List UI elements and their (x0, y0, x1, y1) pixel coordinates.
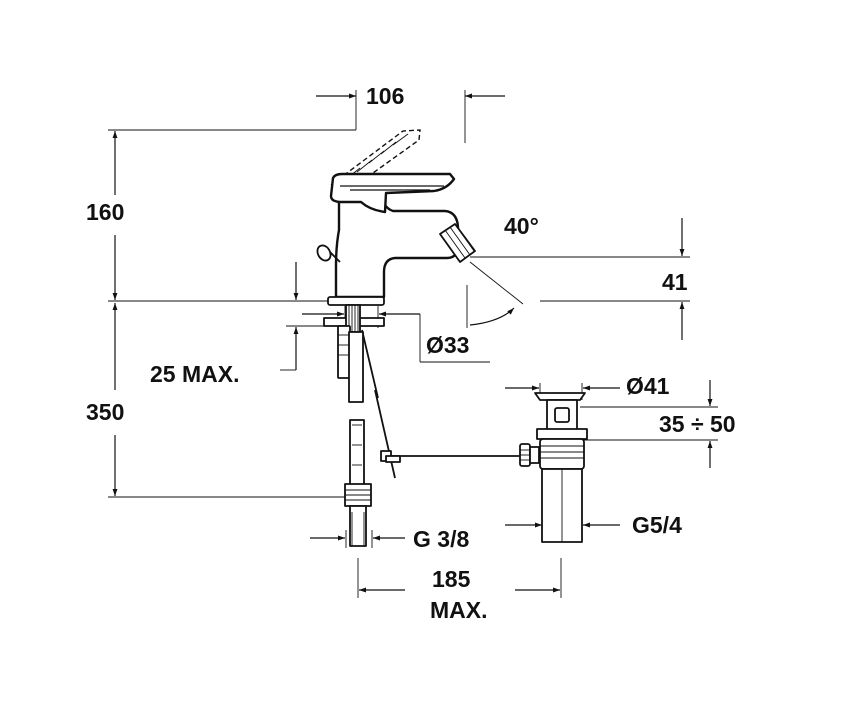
label-waste-diameter: Ø41 (626, 373, 670, 399)
label-supply-length: 350 (86, 399, 124, 425)
supply-hose-lower (349, 419, 365, 486)
label-inlet-thread: G 3/8 (413, 526, 469, 552)
supply-hose-upper (348, 331, 364, 403)
label-body-height: 160 (86, 199, 124, 225)
dimension-lines (108, 90, 718, 598)
popup-knob (316, 244, 341, 263)
faucet-body (316, 129, 476, 547)
label-rod-distance-note: MAX. (430, 597, 488, 623)
dimension-labels: 106 160 40° 41 Ø33 25 MAX. 350 Ø41 35 ÷ … (86, 83, 736, 623)
label-spray-angle: 40° (504, 213, 539, 239)
base-plate (327, 296, 385, 306)
label-waste-range: 35 ÷ 50 (659, 411, 736, 437)
label-rod-distance: 185 (432, 566, 471, 592)
lever-alternate-position (330, 129, 421, 189)
hose-nut (344, 483, 372, 507)
label-waste-thread: G5/4 (632, 512, 682, 538)
lever-handle (329, 172, 456, 214)
label-deck-thickness: 25 MAX. (150, 361, 239, 387)
label-hole-diameter: Ø33 (426, 332, 469, 358)
popup-waste (374, 389, 588, 543)
spray-nozzle (439, 223, 476, 263)
label-spout-reach: 106 (366, 83, 404, 109)
label-nozzle-height: 41 (662, 269, 688, 295)
